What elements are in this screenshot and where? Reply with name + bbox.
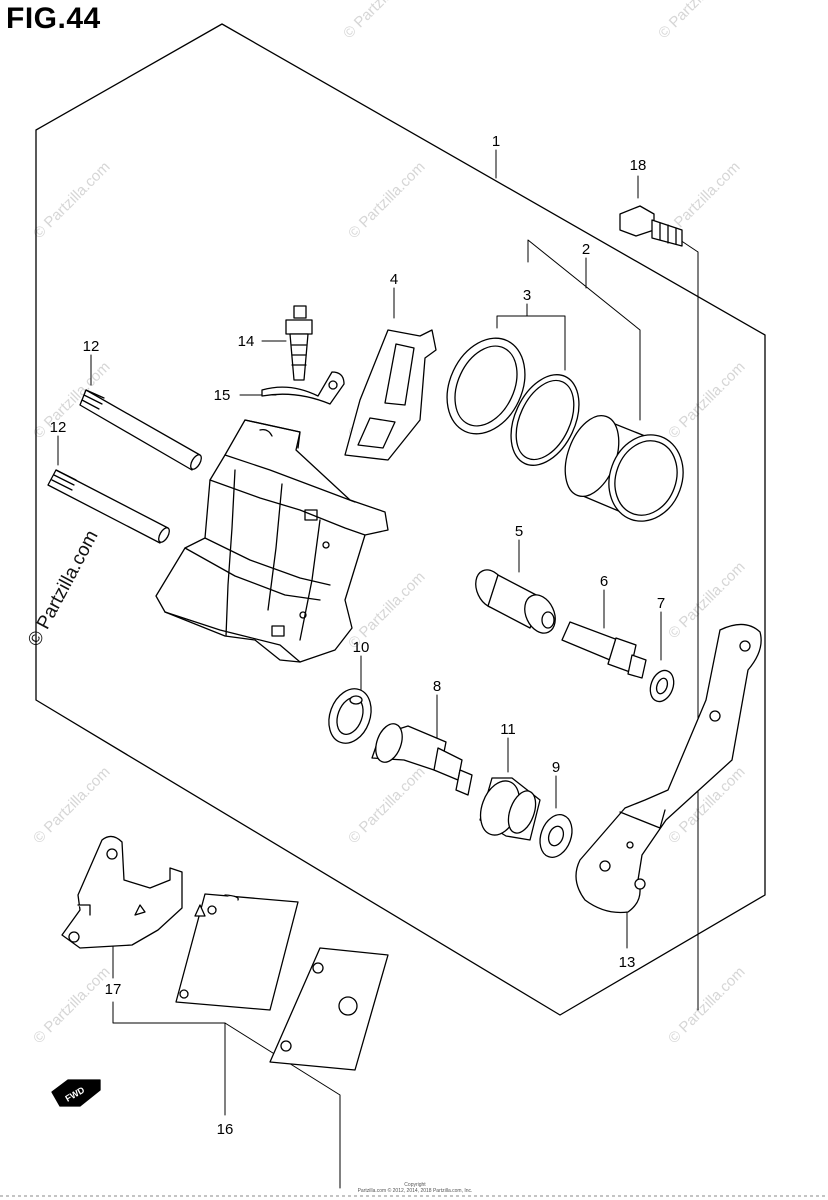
part-2-piston[interactable] xyxy=(555,408,695,531)
assembly-boundary xyxy=(35,23,766,1016)
part-9-washer[interactable] xyxy=(534,810,577,862)
fwd-arrow: FWD xyxy=(51,1079,101,1107)
callout-8: 8 xyxy=(433,678,441,695)
callout-18: 18 xyxy=(630,157,647,174)
part-8-slide-pin[interactable] xyxy=(371,720,473,796)
callout-14: 14 xyxy=(238,333,255,350)
part-15-hose-guide[interactable] xyxy=(261,371,345,405)
callout-9: 9 xyxy=(552,759,560,776)
copyright-footer: Copyright Partzilla.com © 2012, 2014, 20… xyxy=(340,1182,490,1194)
callout-3: 3 xyxy=(523,287,531,304)
part-18-bolt[interactable] xyxy=(619,205,683,247)
callout-1: 1 xyxy=(492,133,500,150)
callout-16: 16 xyxy=(217,1121,234,1138)
leader-lines xyxy=(57,149,699,1189)
callout-5: 5 xyxy=(515,523,523,540)
part-11-boot[interactable] xyxy=(474,776,541,841)
part-12-slide-pin-upper[interactable] xyxy=(79,389,203,471)
callout-17: 17 xyxy=(105,981,122,998)
callout-12: 12 xyxy=(83,338,100,355)
copyright-line-2: Partzilla.com © 2012, 2014, 2018 Partzil… xyxy=(357,1188,473,1194)
copyright-line-1: Copyright xyxy=(404,1182,426,1188)
callout-7: 7 xyxy=(657,595,665,612)
part-1-caliper-body[interactable] xyxy=(155,419,389,663)
part-12-slide-pin-lower[interactable] xyxy=(47,469,171,544)
callout-4: 4 xyxy=(390,271,398,288)
callout-12: 12 xyxy=(50,419,67,436)
part-4-pad-spring[interactable] xyxy=(344,329,437,461)
part-6-pin-bolt[interactable] xyxy=(561,621,647,679)
callout-13: 13 xyxy=(619,954,636,971)
part-7-washer[interactable] xyxy=(646,667,678,705)
callout-11: 11 xyxy=(500,721,516,738)
callout-2: 2 xyxy=(582,241,590,258)
figure-title: FIG.44 xyxy=(6,2,101,35)
part-17-pad-shim[interactable] xyxy=(61,835,183,949)
callout-15: 15 xyxy=(214,387,231,404)
part-3-piston-seals[interactable] xyxy=(432,325,592,476)
callout-10: 10 xyxy=(353,639,370,656)
callouts: 1 2 3 4 5 6 7 8 9 10 11 12 12 13 14 15 1… xyxy=(50,133,666,1138)
part-13-caliper-bracket[interactable] xyxy=(575,623,762,914)
callout-6: 6 xyxy=(600,573,608,590)
part-16-brake-pads[interactable] xyxy=(175,893,389,1071)
part-14-bleeder-screw[interactable] xyxy=(285,305,313,381)
part-5-sleeve[interactable] xyxy=(470,565,561,638)
part-10-boot[interactable] xyxy=(322,683,379,749)
